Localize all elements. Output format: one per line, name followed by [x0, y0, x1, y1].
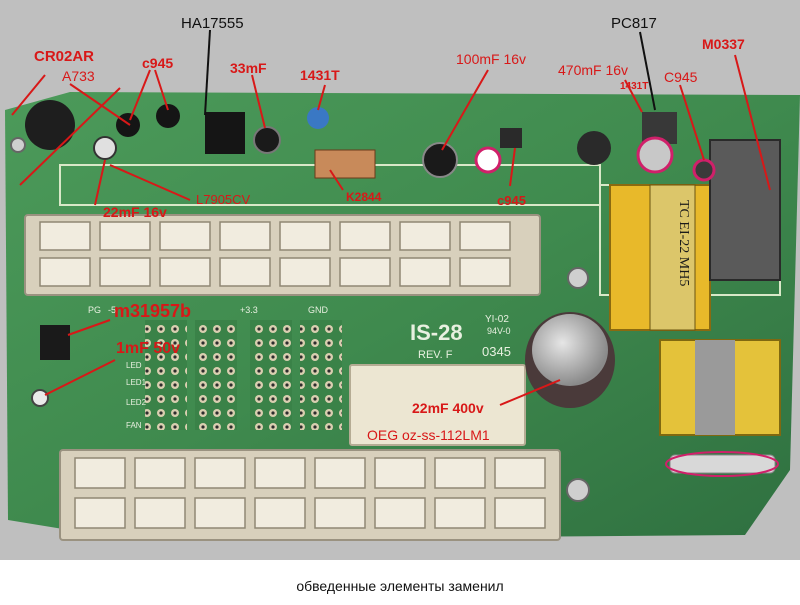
background-bottom: [0, 560, 800, 600]
label-c945-a: c945: [142, 55, 174, 71]
silk-pin-gnd: GND: [308, 305, 329, 315]
pin-field-3: [300, 320, 342, 430]
label-m31957b: m31957b: [114, 301, 192, 321]
label-c945-b: C945: [664, 69, 698, 85]
cap-replaced-2: [636, 136, 674, 174]
choke-core: [695, 340, 735, 435]
silk-led: LED: [126, 361, 142, 370]
silk-revision: REV. F: [418, 349, 453, 361]
bottom-connector-pins: [74, 457, 546, 529]
silk-fan: FAN: [126, 421, 142, 430]
label-100mf: 100mF 16v: [456, 51, 527, 67]
transistor-c945-2: [500, 128, 522, 148]
ic-1431t: [307, 107, 329, 129]
caption: обведенные элементы заменил: [296, 578, 504, 594]
mount-hole-3: [10, 137, 26, 153]
silk-pin-33: +3.3: [240, 305, 258, 315]
silk-led2: LED2: [126, 398, 147, 407]
cap-400v-top: [532, 314, 608, 386]
label-relay: OEG oz-ss-112LM1: [367, 427, 490, 443]
pin-field-2: [250, 320, 292, 430]
transistor-replaced: [692, 158, 716, 182]
cap-33mf: [253, 126, 281, 154]
ic-ha17555: [205, 112, 245, 154]
silk-date: 0345: [482, 344, 511, 359]
silk-transformer: TC EI-22 MH5: [676, 200, 691, 286]
silk-grade: 94V-0: [487, 326, 511, 336]
top-connector-pins: [39, 221, 511, 287]
label-k2844: K2844: [346, 190, 382, 204]
buzzer: [25, 100, 75, 150]
silk-model: IS-28: [410, 320, 463, 345]
ic-m31957b: [40, 325, 70, 360]
label-pc817: PC817: [611, 15, 657, 32]
silk-maker: YI-02: [485, 314, 509, 325]
cap-470mf: [577, 131, 611, 165]
mount-hole-2: [566, 478, 590, 502]
pin-field-4: [145, 320, 187, 430]
label-m0337: M0337: [702, 36, 745, 52]
heatsink: [709, 139, 781, 281]
label-cr02ar: CR02AR: [34, 48, 95, 65]
cap-replaced-1: [474, 146, 502, 174]
k2844-part: [314, 149, 376, 179]
pin-field-1: [195, 320, 237, 430]
annotation-lines: [11, 54, 771, 406]
annotation-lines-black: [204, 29, 656, 116]
fuse: [669, 454, 776, 474]
label-33mf: 33mF: [230, 60, 267, 76]
label-ha17555: HA17555: [181, 15, 244, 32]
label-1mf: 1mF 50v: [116, 340, 181, 357]
label-l7905cv: L7905CV: [196, 192, 251, 207]
silk-pin-5v: -5: [108, 305, 116, 315]
cap-1mf: [31, 389, 49, 407]
silk-pin-pg: PG: [88, 305, 101, 315]
transistor-c945: [156, 104, 180, 128]
label-1431t: 1431T: [300, 67, 340, 83]
silk-led1: LED1: [126, 378, 147, 387]
transformer-core: [649, 184, 696, 331]
label-1431t-small: 1431T: [620, 81, 649, 92]
cap-22mf: [93, 136, 117, 160]
label-c945-c: c945: [497, 193, 526, 208]
transistor-a733: [116, 113, 140, 137]
label-22mf-400v: 22mF 400v: [412, 400, 484, 416]
relay-body: [349, 364, 526, 446]
label-22mf: 22mF 16v: [103, 204, 167, 220]
mount-hole: [567, 267, 589, 289]
cap-100mf: [422, 142, 458, 178]
label-470mf: 470mF 16v: [558, 62, 629, 78]
label-a733: A733: [62, 68, 95, 84]
fuse-highlight: [665, 451, 779, 477]
